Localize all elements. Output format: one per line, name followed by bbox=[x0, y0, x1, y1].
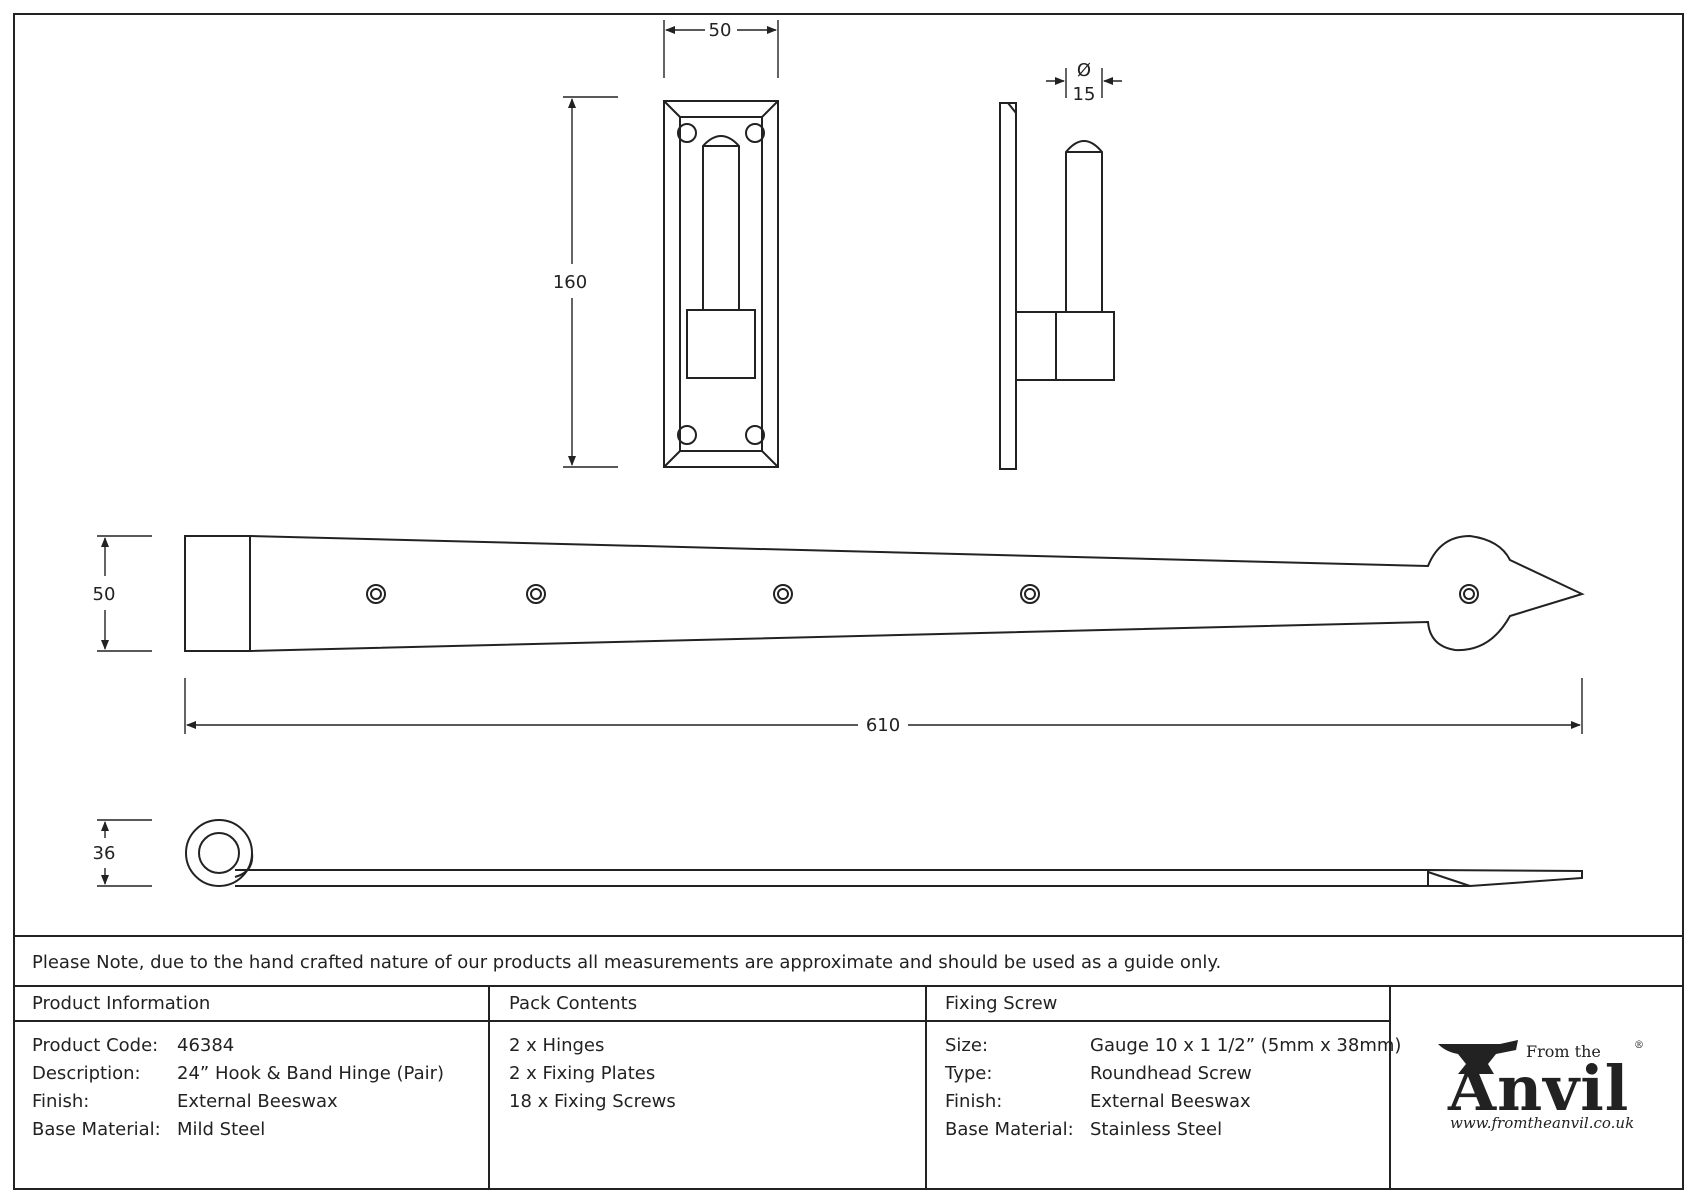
screw-type-label: Type: bbox=[945, 1063, 993, 1084]
band-plan-view bbox=[184, 534, 1585, 652]
screw-material-label: Base Material: bbox=[945, 1119, 1074, 1140]
product-info-title: Product Information bbox=[32, 993, 211, 1014]
pack-contents-title: Pack Contents bbox=[509, 993, 638, 1014]
screw-size-label: Size: bbox=[945, 1035, 989, 1056]
dim-band-width: 50 bbox=[93, 584, 116, 605]
divider bbox=[13, 985, 1684, 987]
divider bbox=[488, 985, 490, 1190]
screw-material-value: Stainless Steel bbox=[1090, 1119, 1223, 1140]
dimension-labels: 50 160 Ø 15 50 610 36 bbox=[93, 20, 1096, 864]
dim-plate-height: 160 bbox=[553, 272, 587, 293]
screw-finish-label: Finish: bbox=[945, 1091, 1003, 1112]
fixing-screw-title: Fixing Screw bbox=[945, 993, 1058, 1014]
pack-item: 2 x Fixing Plates bbox=[509, 1063, 656, 1084]
pack-item: 18 x Fixing Screws bbox=[509, 1091, 676, 1112]
finish-label: Finish: bbox=[32, 1091, 90, 1112]
dim-pin-diameter: 15 bbox=[1073, 84, 1096, 105]
base-material-value: Mild Steel bbox=[177, 1119, 266, 1140]
dimension-lines bbox=[97, 20, 1583, 887]
divider bbox=[13, 1020, 1390, 1022]
dim-pin-symbol: Ø bbox=[1077, 60, 1091, 81]
logo-brand: Anvil bbox=[1448, 1052, 1630, 1125]
screw-finish-value: External Beeswax bbox=[1090, 1091, 1251, 1112]
band-side-view bbox=[185, 819, 1583, 887]
description-value: 24” Hook & Band Hinge (Pair) bbox=[177, 1063, 445, 1084]
divider bbox=[925, 985, 927, 1190]
fixing-plate-side-view bbox=[999, 102, 1115, 470]
product-code-label: Product Code: bbox=[32, 1035, 159, 1056]
dim-band-length: 610 bbox=[866, 715, 900, 736]
description-label: Description: bbox=[32, 1063, 141, 1084]
divider bbox=[1389, 985, 1391, 1190]
dim-plate-width: 50 bbox=[709, 20, 732, 41]
drawing-frame bbox=[13, 13, 1684, 1190]
logo-url: www.fromtheanvil.co.uk bbox=[1450, 1114, 1635, 1132]
logo-from-the: From the bbox=[1526, 1042, 1601, 1061]
finish-value: External Beeswax bbox=[177, 1091, 338, 1112]
logo-registered: ® bbox=[1634, 1040, 1644, 1051]
fixing-plate-front-view bbox=[663, 100, 779, 468]
measurement-note: Please Note, due to the hand crafted nat… bbox=[32, 952, 1222, 973]
pack-item: 2 x Hinges bbox=[509, 1035, 605, 1056]
base-material-label: Base Material: bbox=[32, 1119, 161, 1140]
product-code-value: 46384 bbox=[177, 1035, 235, 1056]
dim-band-height: 36 bbox=[93, 843, 116, 864]
screw-size-value: Gauge 10 x 1 1/2” (5mm x 38mm) bbox=[1090, 1035, 1402, 1056]
anvil-icon bbox=[1438, 1040, 1518, 1074]
divider bbox=[13, 935, 1684, 937]
screw-type-value: Roundhead Screw bbox=[1090, 1063, 1252, 1084]
